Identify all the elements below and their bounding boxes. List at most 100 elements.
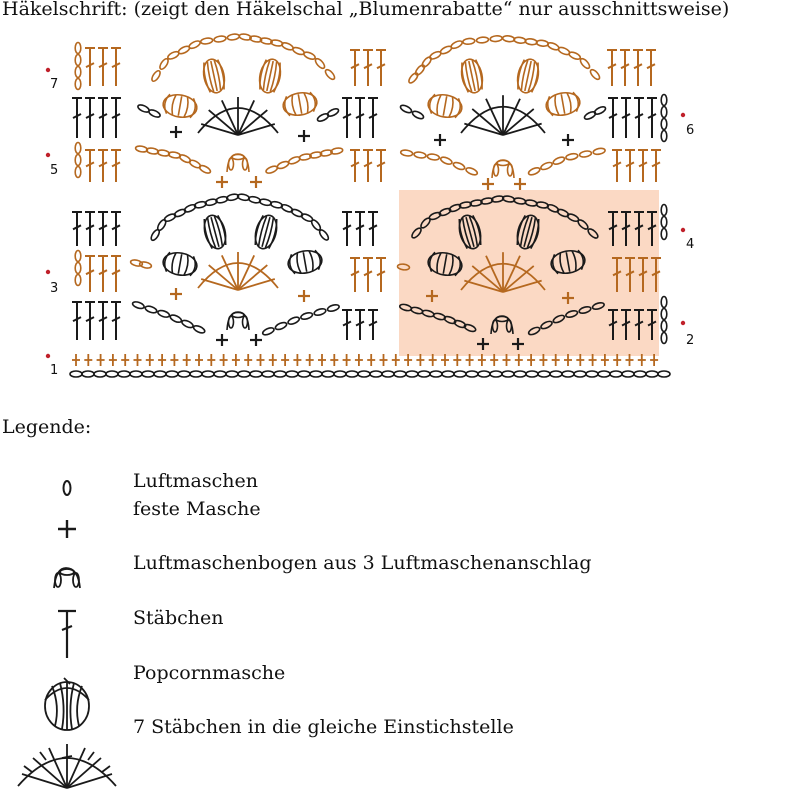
page-title: Häkelschrift: (zeigt den Häkelschal „Blu… (2, 0, 730, 20)
chain-arc (261, 304, 340, 336)
double-crochet-group (608, 97, 657, 138)
double-crochet-group (350, 257, 386, 292)
double-crochet-group (350, 49, 386, 86)
legend-icons (17, 480, 117, 789)
single-crochet (562, 292, 574, 304)
single-crochet (512, 338, 524, 350)
single-crochet (250, 334, 262, 346)
chain-arc (527, 147, 606, 176)
popcorn-stitch (282, 91, 318, 117)
row-number-label: 4 (686, 237, 694, 252)
popcorn-stitch (202, 58, 226, 94)
double-crochet-group (72, 301, 121, 340)
single-crochet (298, 290, 310, 302)
popcorn-stitch (427, 93, 463, 119)
chain-arch (226, 153, 250, 173)
popcorn-stitch (550, 249, 586, 275)
single-crochet (216, 334, 228, 346)
chain-arc (150, 193, 330, 242)
popcorn-stitch (287, 249, 323, 275)
single-crochet (170, 288, 182, 300)
row-marker-dot (45, 353, 51, 359)
popcorn-stitch (458, 214, 482, 250)
chain-column (74, 249, 82, 287)
legend-label-dc-fan: 7 Stäbchen in die gleiche Einstichstelle (133, 716, 514, 738)
popcorn-stitch (427, 251, 463, 277)
double-crochet-group (85, 47, 121, 86)
popcorn-stitch (254, 214, 278, 250)
chain-arc (583, 106, 607, 120)
legend-label-single-crochet: feste Masche (133, 498, 261, 520)
double-crochet-group (612, 257, 661, 292)
legend-label-double-crochet: Stäbchen (133, 607, 224, 629)
row-marker-dot (680, 320, 686, 326)
single-crochet (426, 290, 438, 302)
double-crochet-group (342, 309, 378, 340)
single-crochet (250, 176, 262, 188)
chain-arc (408, 35, 601, 84)
chain-arc (151, 33, 336, 83)
seven-dc-fan (197, 97, 279, 136)
row-number-label: 6 (686, 123, 694, 138)
double-crochet-group (85, 149, 121, 182)
single-crochet (482, 178, 494, 190)
chain-arc (396, 263, 411, 271)
chain-arc (134, 145, 212, 174)
popcorn-stitch-icon (44, 677, 90, 731)
row-number-label: 7 (50, 77, 58, 92)
chain-arch (226, 311, 250, 331)
foundation-chain-row (69, 370, 671, 378)
single-crochet (477, 338, 489, 350)
seven-dc-fan (460, 252, 546, 293)
double-crochet-group (350, 149, 386, 182)
legend-label-popcorn: Popcornmasche (133, 662, 286, 684)
double-crochet-icon (58, 609, 76, 658)
chain-arc (129, 259, 153, 269)
chain-arc (131, 301, 206, 334)
chain-arc (265, 147, 344, 174)
row-number-label: 3 (50, 281, 58, 296)
popcorn-stitch (460, 58, 484, 94)
single-crochet (298, 130, 310, 142)
chain-arc (411, 195, 599, 239)
legend-label-chain-arch: Luftmaschenbogen aus 3 Luftmaschenanschl… (133, 552, 592, 574)
double-crochet-group (612, 149, 661, 182)
single-crochet-row (72, 354, 659, 366)
chain-arc (398, 303, 477, 333)
row-marker-dot (680, 227, 686, 233)
seven-dc-fan (460, 95, 546, 136)
double-crochet-group (608, 211, 657, 246)
seven-dc-fan (197, 252, 279, 291)
chain-arc (527, 302, 605, 336)
double-crochet-group (85, 255, 121, 292)
row-marker-dot (45, 269, 51, 275)
double-crochet-group (607, 49, 656, 86)
double-crochet-group (608, 309, 657, 340)
chain-column (660, 203, 668, 241)
chain-stitch-icon (62, 480, 72, 496)
chain-arc (399, 104, 425, 120)
legend-label-chain: Luftmaschen (133, 470, 258, 492)
single-crochet (216, 176, 228, 188)
row-number-label: 5 (50, 163, 58, 178)
chain-arch (490, 315, 514, 335)
chain-column (660, 295, 668, 345)
chain-arch-icon (53, 567, 81, 589)
popcorn-stitch (516, 58, 540, 94)
chain-arc (399, 149, 479, 176)
popcorn-stitch (258, 58, 282, 94)
popcorn-stitch (203, 214, 227, 250)
single-crochet-icon (58, 520, 76, 538)
row-marker-dot (45, 152, 51, 158)
single-crochet (170, 126, 182, 138)
row-marker-dot (680, 112, 686, 118)
single-crochet (562, 134, 574, 146)
popcorn-stitch (162, 251, 198, 277)
seven-dc-fan-icon (17, 744, 117, 789)
single-crochet (434, 134, 446, 146)
chain-arc (316, 108, 340, 122)
legend-title: Legende: (2, 416, 92, 438)
double-crochet-group (342, 97, 378, 138)
chain-arch (491, 159, 515, 179)
